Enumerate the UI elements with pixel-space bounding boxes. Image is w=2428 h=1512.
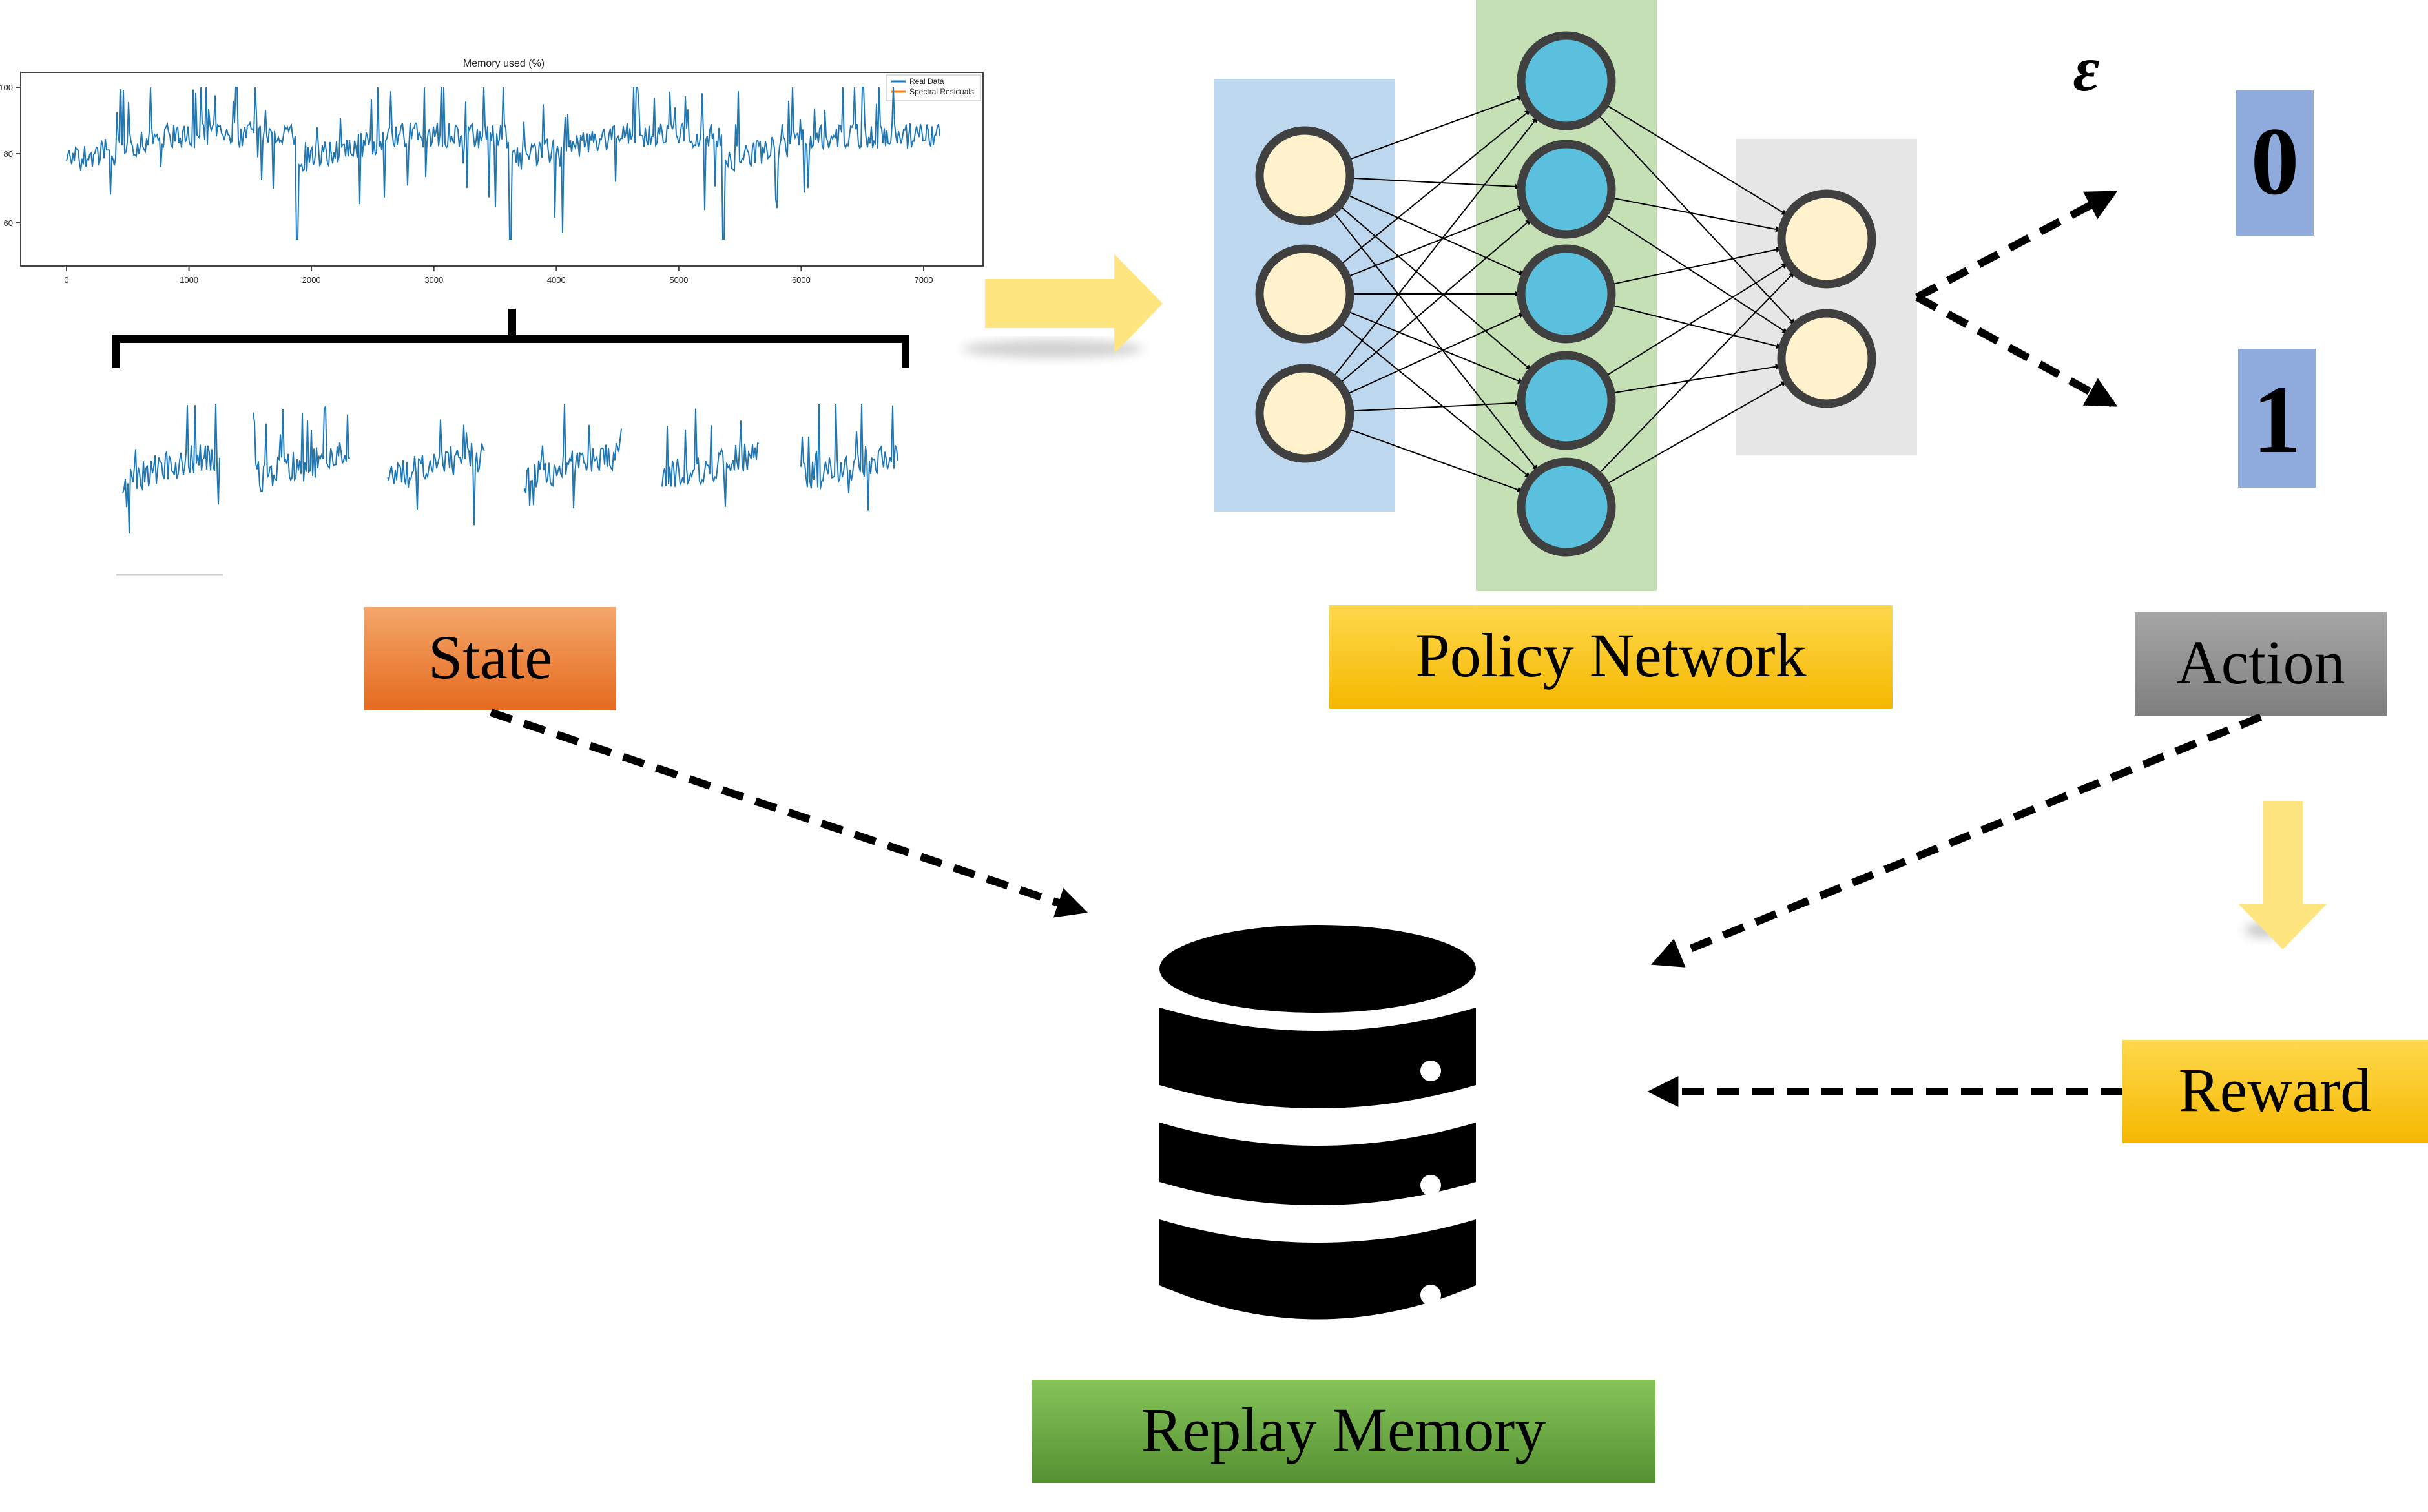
action-to-memory-arrow: [1651, 713, 2263, 968]
state-label: State: [428, 623, 552, 692]
chart-title: Memory used (%): [463, 58, 545, 69]
y-tick-label: 80: [4, 149, 13, 159]
x-tick-label: 4000: [547, 275, 566, 285]
action-zero-label: 0: [2251, 108, 2299, 215]
network-edge: [1332, 116, 1539, 378]
x-tick-label: 1000: [180, 275, 198, 285]
network-edge: [1339, 109, 1531, 266]
reward-box: Reward: [2122, 1040, 2428, 1143]
network-edge: [1345, 193, 1525, 276]
network-edge: [1610, 364, 1781, 394]
state-window-segments: [122, 403, 898, 534]
state-segment-series: [800, 403, 898, 511]
legend-real-data: Real Data: [909, 77, 944, 86]
hidden-node: [1517, 244, 1616, 344]
hidden-node: [1517, 457, 1616, 557]
network-connections: [1332, 96, 1796, 493]
network-edge: [1610, 247, 1782, 285]
action-box: Action: [2135, 612, 2387, 716]
network-edge: [1604, 213, 1789, 334]
state-segment-series: [122, 403, 220, 534]
state-segment-series: [524, 403, 622, 509]
segment-bracket: [112, 309, 909, 368]
state-to-memory-arrow: [490, 709, 1088, 918]
policy-network-diagram: [1214, 0, 1917, 591]
epsilon-arrow-lower: [1915, 293, 2118, 408]
x-tick-label: 0: [64, 275, 68, 285]
network-edge: [1347, 96, 1524, 161]
input-node: [1255, 364, 1354, 463]
chart-x-ticks: 0 1000 2000 3000 4000 5000 6000 7000: [64, 266, 933, 285]
network-edge: [1339, 322, 1531, 479]
legend-spectral-residuals: Spectral Residuals: [909, 87, 974, 96]
state-to-network-arrow: [962, 254, 1163, 358]
state-segment-series: [661, 408, 760, 507]
action-zero-tile: 0: [2236, 90, 2314, 236]
state-segment-series: [253, 404, 351, 492]
memory-series-line: [66, 87, 940, 240]
network-edge: [1605, 380, 1787, 486]
network-edge: [1610, 197, 1782, 233]
policy-network-label: Policy Network: [1415, 621, 1806, 690]
network-nodes: [1255, 31, 1876, 557]
state-box: State: [364, 607, 616, 710]
network-edge: [1338, 204, 1532, 371]
network-edge: [1349, 177, 1520, 190]
chart-y-ticks: 100 80 60: [0, 83, 21, 228]
policy-network-box: Policy Network: [1329, 605, 1893, 709]
database-icon: [1159, 925, 1476, 1320]
y-tick-label: 60: [4, 218, 13, 228]
memory-usage-chart: Memory used (%) Real Data Spectral Resid…: [0, 58, 984, 285]
network-edge: [1345, 313, 1525, 395]
input-node: [1255, 126, 1354, 225]
chart-legend: Real Data Spectral Residuals: [886, 74, 981, 101]
network-edge: [1604, 103, 1788, 216]
network-edge: [1338, 219, 1532, 385]
x-tick-label: 5000: [669, 275, 688, 285]
network-edge: [1610, 304, 1782, 349]
epsilon-symbol: ε: [2073, 33, 2099, 105]
x-tick-label: 7000: [915, 275, 933, 285]
state-segment-series: [387, 419, 485, 526]
action-one-label: 1: [2253, 366, 2301, 473]
network-edge: [1597, 113, 1796, 326]
action-label: Action: [2176, 628, 2345, 697]
network-edge: [1604, 263, 1788, 377]
hidden-node: [1517, 351, 1616, 450]
replay-memory-box: Replay Memory: [1032, 1380, 1655, 1483]
action-to-reward-arrow: [2239, 801, 2327, 949]
output-node: [1777, 189, 1876, 289]
x-tick-label: 6000: [792, 275, 811, 285]
epsilon-arrow-upper: [1915, 190, 2118, 301]
output-node: [1777, 309, 1876, 408]
hidden-node: [1517, 31, 1616, 130]
x-tick-label: 3000: [424, 275, 443, 285]
network-edge: [1346, 205, 1524, 278]
chart-frame: [20, 72, 984, 267]
action-one-tile: 1: [2238, 349, 2316, 488]
network-edge: [1349, 400, 1520, 412]
input-node: [1255, 244, 1354, 344]
network-edge: [1332, 211, 1539, 471]
y-tick-label: 100: [0, 83, 13, 92]
reward-label: Reward: [2179, 1055, 2372, 1124]
hidden-node: [1517, 140, 1616, 239]
x-tick-label: 2000: [302, 275, 321, 285]
replay-memory-label: Replay Memory: [1141, 1395, 1546, 1464]
network-edge: [1347, 428, 1524, 493]
network-edge: [1597, 271, 1795, 475]
